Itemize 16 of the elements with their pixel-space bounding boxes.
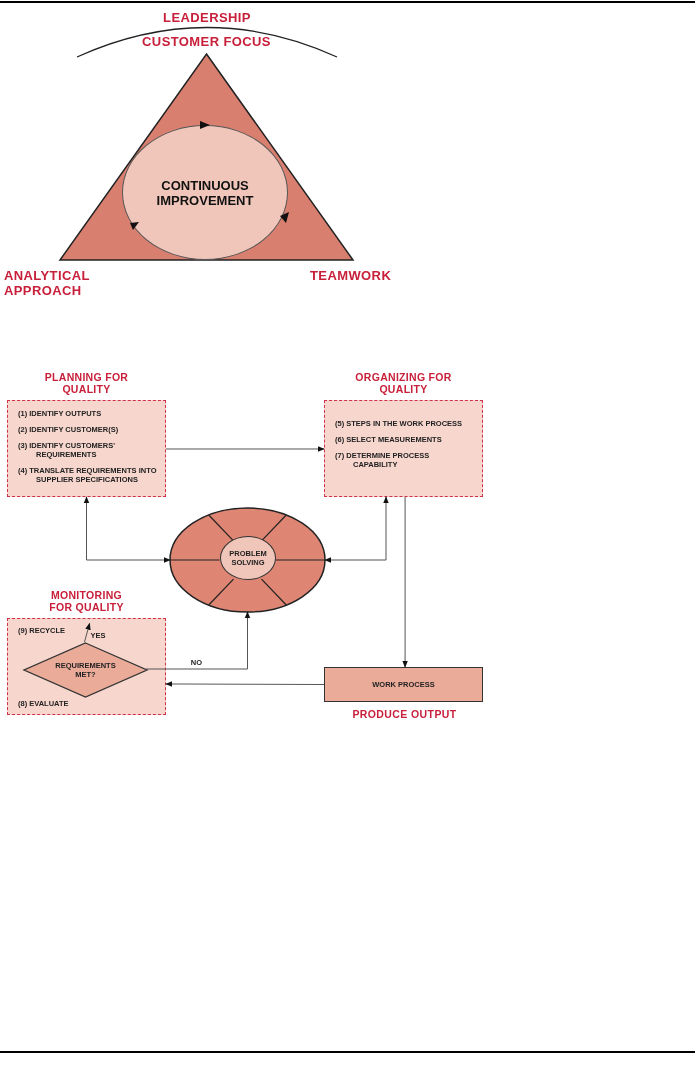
corner-label: ANALYTICAL APPROACH <box>4 268 91 298</box>
stage-title: ORGANIZING FOR QUALITY <box>355 371 452 395</box>
heading-label: LEADERSHIP <box>162 10 252 25</box>
arrow <box>402 496 408 668</box>
stage-title: PLANNING FOR QUALITY <box>43 371 130 395</box>
problem-solving-wheel <box>170 508 325 612</box>
arrow <box>165 446 325 452</box>
arrow <box>145 611 251 670</box>
arrow <box>165 681 325 687</box>
arrow <box>324 496 389 563</box>
stage-title: MONITORING FOR QUALITY <box>48 589 125 613</box>
corner-label: TEAMWORK <box>310 268 393 283</box>
arrow <box>83 496 171 563</box>
arrow <box>84 622 91 643</box>
corner-label: PRODUCE OUTPUT <box>351 708 458 721</box>
corner-label: CUSTOMER FOCUS <box>141 34 272 49</box>
